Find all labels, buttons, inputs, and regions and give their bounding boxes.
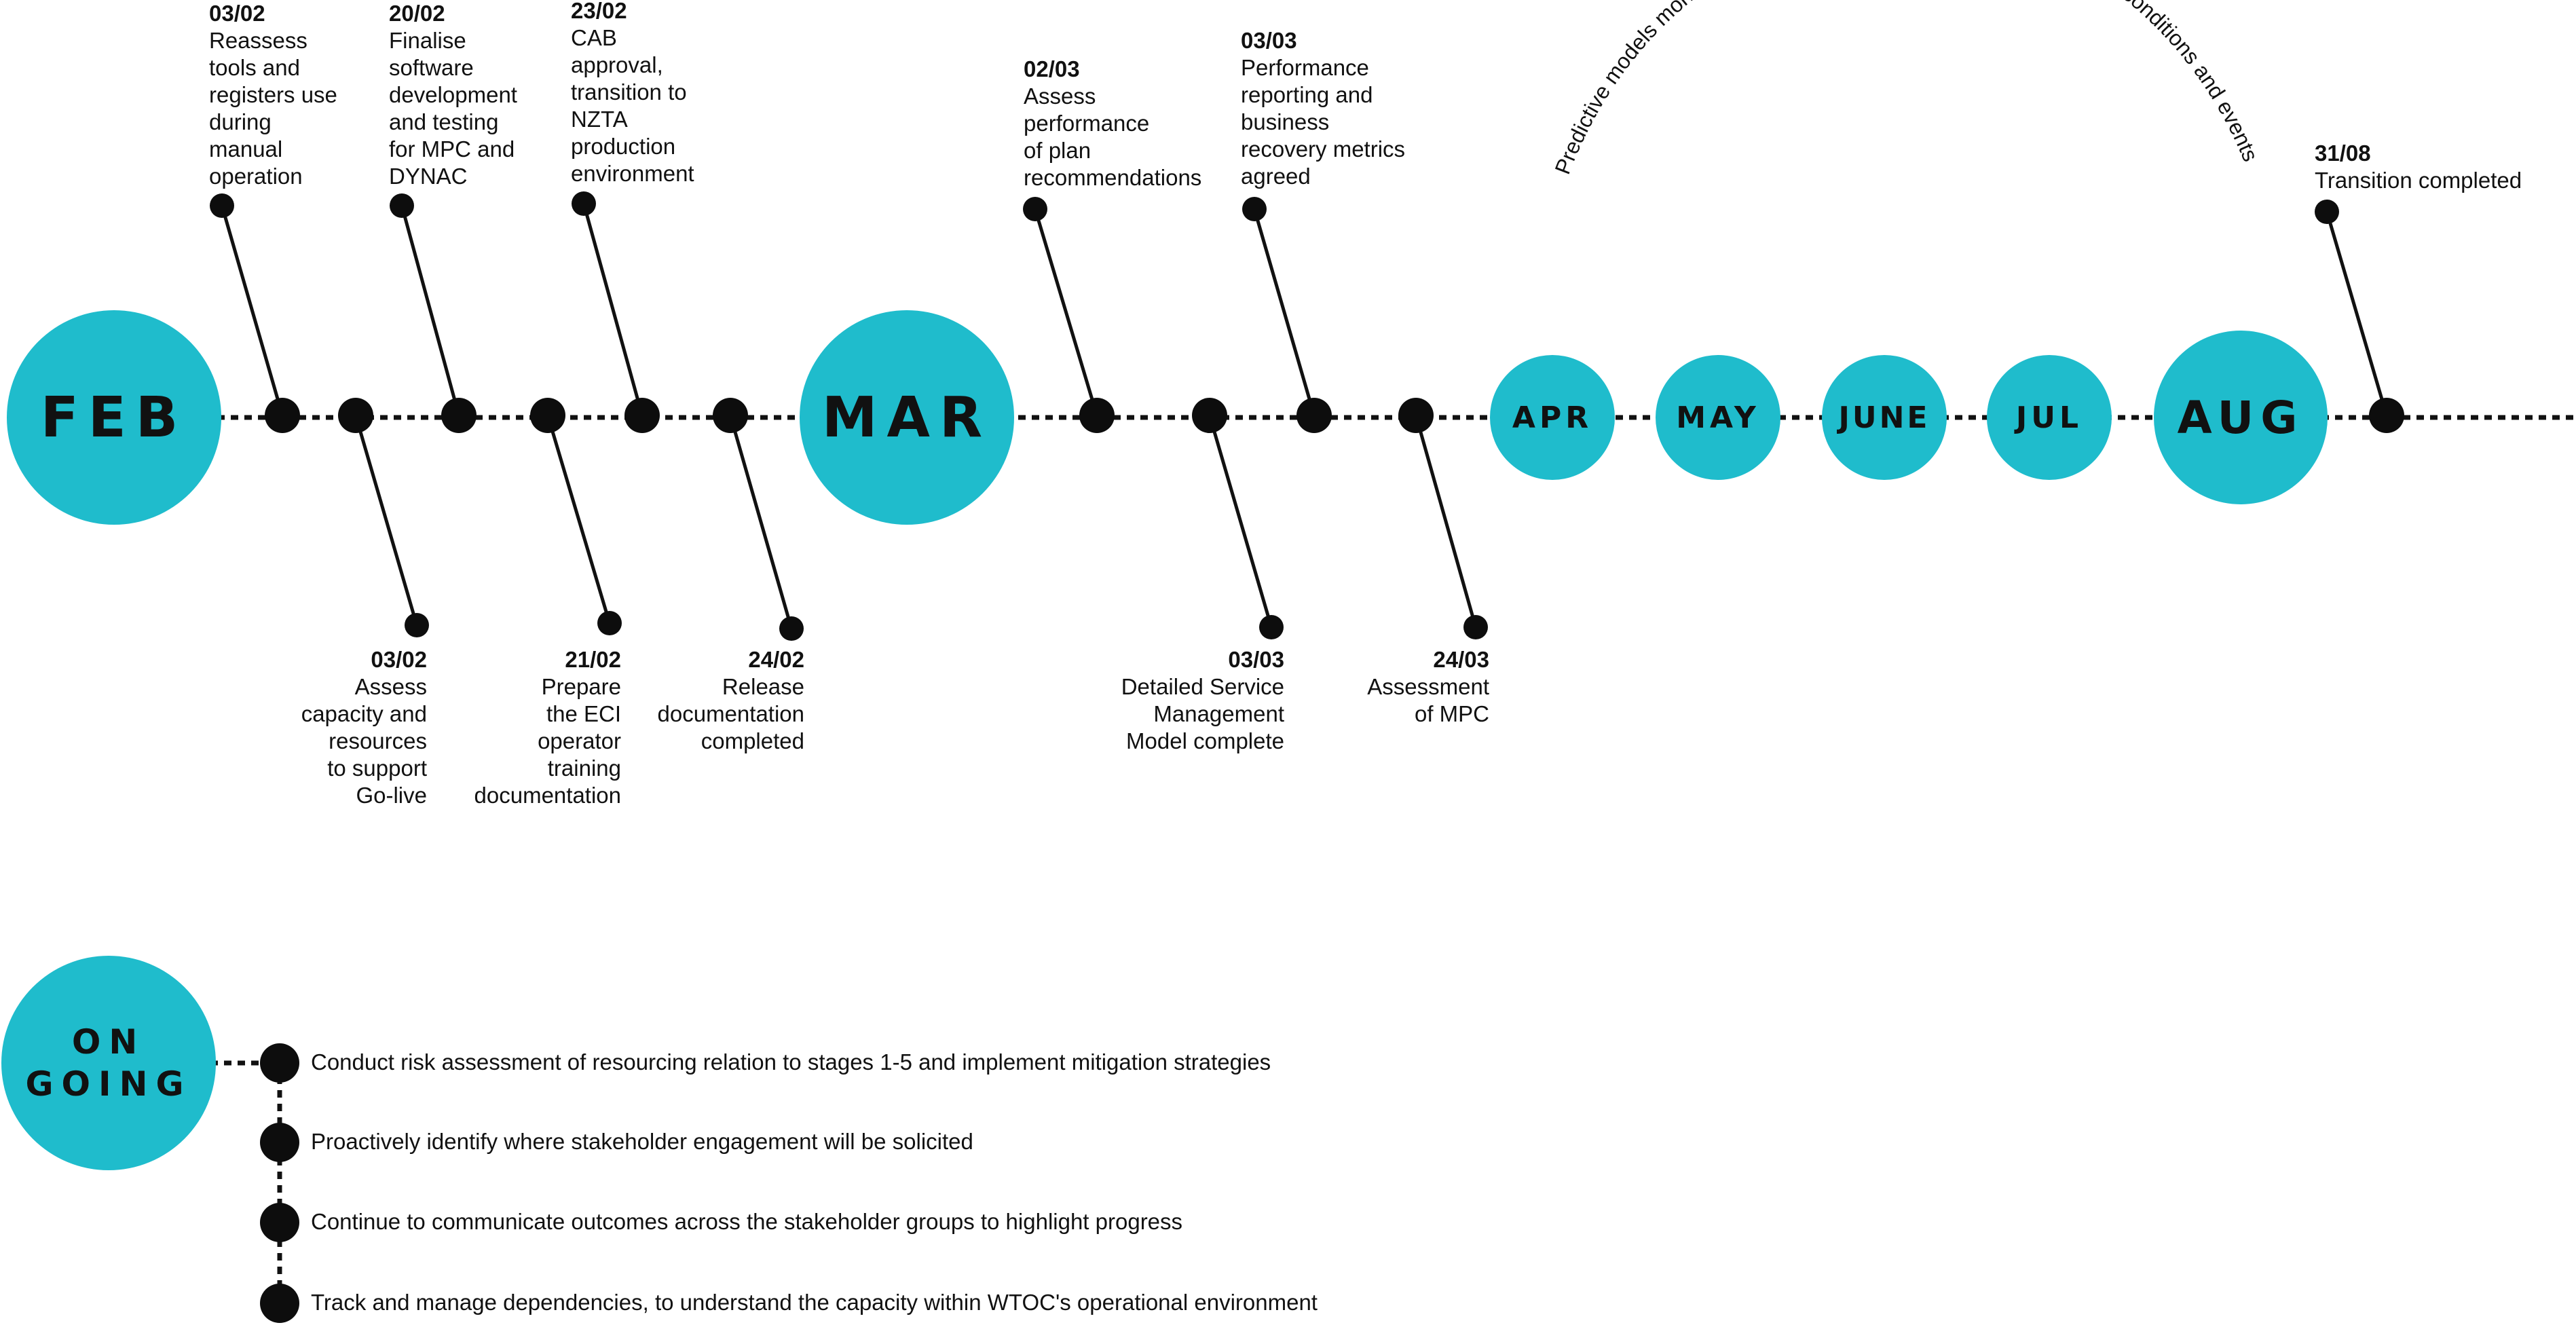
month-circle-may	[1656, 355, 1780, 480]
milestone-text: CAB approval, transition to NZTA product…	[571, 25, 694, 186]
month-circles	[1, 310, 2328, 1170]
month-label-may: MAY	[1676, 400, 1760, 435]
stem-end-dot	[2315, 200, 2339, 224]
ongoing-dots	[260, 1043, 299, 1323]
milestone-label: 24/03 Assessment of MPC	[1367, 646, 1489, 728]
milestone-dot	[441, 398, 477, 433]
stem-end-dot	[1023, 197, 1047, 221]
milestone-text: Prepare the ECI operator training docume…	[474, 674, 621, 808]
month-circle-ongoing	[1, 956, 216, 1170]
milestone-text: Assess performance of plan recommendatio…	[1024, 83, 1202, 190]
milestone-dot	[265, 398, 300, 433]
month-circle-aug	[2154, 331, 2328, 504]
milestone-text: Performance reporting and business recov…	[1241, 55, 1406, 189]
milestone-label: 24/02 Release documentation completed	[658, 646, 804, 755]
milestone-text: Assessment of MPC	[1367, 674, 1489, 726]
milestone-text: Reassess tools and registers use during …	[209, 28, 337, 189]
month-label-mar: MAR	[821, 385, 992, 450]
stem-end-dot	[572, 191, 596, 216]
ongoing-item: Conduct risk assessment of resourcing re…	[311, 1049, 1271, 1075]
milestone-label: 02/03 Assess performance of plan recomme…	[1024, 56, 1201, 191]
milestone-date: 03/03	[1228, 647, 1284, 672]
month-circle-mar	[800, 310, 1014, 525]
milestone-dot	[530, 398, 565, 433]
milestone-dot	[338, 398, 373, 433]
ongoing-dot	[260, 1284, 299, 1323]
milestone-label: 03/02 Assess capacity and resources to s…	[301, 646, 427, 809]
stem-end-dot	[210, 193, 234, 218]
ongoing-dot	[260, 1123, 299, 1162]
stem-end-dot	[1463, 615, 1488, 639]
stem-end-dot	[390, 193, 414, 218]
month-circle-feb	[7, 310, 221, 525]
milestone-dot	[1398, 398, 1434, 433]
month-label-ongoing: ON GOING	[25, 1022, 192, 1104]
milestone-dot	[713, 398, 748, 433]
ongoing-item: Proactively identify where stakeholder e…	[311, 1129, 973, 1154]
milestone-stems	[220, 203, 2389, 629]
milestone-date: 03/02	[371, 647, 427, 672]
milestone-label: 20/02 Finalise software development and …	[389, 0, 517, 190]
milestone-label: 03/03 Detailed Service Management Model …	[1121, 646, 1284, 755]
milestone-text: Finalise software development and testin…	[389, 28, 517, 189]
stem-end-dot	[597, 611, 622, 635]
milestone-label: 31/08 Transition completed	[2315, 140, 2522, 194]
ongoing-item: Continue to communicate outcomes across …	[311, 1209, 1183, 1234]
milestone-text: Transition completed	[2315, 168, 2522, 193]
ongoing-dot	[260, 1043, 299, 1083]
milestone-label: 21/02 Prepare the ECI operator training …	[474, 646, 621, 809]
arc-caption: Predictive models monitored and continuo…	[1550, 0, 2262, 177]
milestone-date: 23/02	[571, 0, 627, 23]
month-label-apr: APR	[1512, 400, 1593, 435]
milestone-dot	[1192, 398, 1227, 433]
milestone-date: 20/02	[389, 1, 445, 26]
milestone-dot	[2369, 398, 2404, 433]
milestone-dot	[624, 398, 660, 433]
timeline-dots	[265, 398, 2404, 433]
milestone-date: 24/02	[748, 647, 804, 672]
milestone-label: 23/02 CAB approval, transition to NZTA p…	[571, 0, 694, 187]
milestone-date: 02/03	[1024, 56, 1080, 81]
month-label-feb: FEB	[40, 385, 188, 450]
stem-end-dot	[1242, 197, 1267, 221]
ongoing-item: Track and manage dependencies, to unders…	[311, 1290, 1318, 1315]
milestone-date: 03/03	[1241, 28, 1297, 53]
ongoing-dot	[260, 1203, 299, 1242]
stem-end-dots	[210, 191, 2339, 641]
month-circle-jul	[1987, 355, 2112, 480]
milestone-date: 03/02	[209, 1, 265, 26]
milestone-text: Release documentation completed	[657, 674, 804, 753]
month-circle-apr	[1490, 355, 1615, 480]
milestone-text: Detailed Service Management Model comple…	[1121, 674, 1284, 753]
milestone-date: 24/03	[1433, 647, 1489, 672]
month-circle-june	[1822, 355, 1947, 480]
milestone-label: 03/03 Performance reporting and business…	[1241, 27, 1405, 190]
month-label-june: JUNE	[1838, 400, 1930, 435]
milestone-text: Assess capacity and resources to support…	[301, 674, 427, 808]
milestone-date: 31/08	[2315, 141, 2371, 166]
month-label-aug: AUG	[2177, 391, 2304, 444]
milestone-dot	[1079, 398, 1115, 433]
milestone-dot	[1296, 398, 1332, 433]
milestone-date: 21/02	[565, 647, 621, 672]
stem-end-dot	[779, 616, 804, 641]
milestone-label: 03/02 Reassess tools and registers use d…	[209, 0, 337, 190]
month-label-jul: JUL	[2015, 400, 2083, 435]
stem-end-dot	[1259, 615, 1284, 639]
stem-end-dot	[405, 613, 429, 637]
